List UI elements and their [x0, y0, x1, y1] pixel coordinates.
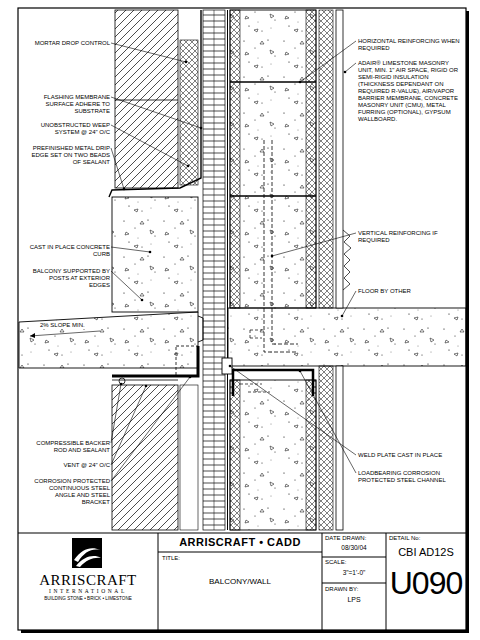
title-block-text: DATE DRAWN: — [325, 535, 366, 542]
callout-label: HORIZONTAL REINFORCING WHEN REQUIRED — [358, 38, 462, 52]
title-block-text: DRAWN BY: — [325, 586, 358, 593]
callout-label: CAST IN PLACE CONCRETE CURB — [28, 244, 110, 258]
title-cell: TITLE: BALCONY/WALL — [158, 552, 322, 630]
callout-label: LOADBEARING CORROSION PROTECTED STEEL CH… — [358, 470, 462, 484]
date-cell: DATE DRAWN: 08/30/04 — [322, 533, 386, 557]
callout-label: MORTAR DROP CONTROL — [28, 40, 110, 47]
logo-icon — [72, 538, 102, 568]
title-block-text: CBI AD12S — [398, 546, 454, 558]
scale-cell: SCALE: 3"=1'-0" — [322, 557, 386, 583]
callout-label: FLASHING MEMBRANE SURFACE ADHERE TO SUBS… — [28, 94, 110, 115]
title-block-text: U090 — [390, 566, 463, 601]
title-block-text: ARRISCRAFT — [39, 572, 137, 589]
title-block-text: ARRISCRAFT • CADD — [179, 536, 301, 548]
callout-label: UNOBSTRUCTED WEEP SYSTEM @ 24" O/C — [28, 122, 110, 136]
title-block-text: 08/30/04 — [341, 544, 366, 551]
callout-label: COMPRESSIBLE BACKER ROD AND SEALANT — [28, 440, 110, 454]
detail-cell: DETAIL No: CBI AD12S U090 — [386, 533, 466, 630]
callout-label: PREFINISHED METAL DRIP EDGE SET ON TWO B… — [28, 145, 110, 166]
drawn-by-cell: DRAWN BY: LPS — [322, 583, 386, 630]
title-block-text: TITLE: — [162, 555, 180, 562]
callout-label: WELD PLATE CAST IN PLACE — [358, 452, 462, 459]
title-block-text: SCALE: — [325, 559, 346, 566]
title-block-text: BUILDING STONE • BRICK • LIMESTONE — [44, 596, 132, 601]
callout-label: BALCONY SUPPORTED BY POSTS AT EXTERIOR E… — [28, 268, 110, 289]
callout-label: FLOOR BY OTHER — [358, 288, 462, 295]
callout-label: VERTICAL REINFORCING IF REQUIRED — [358, 230, 462, 244]
title-block-text: BALCONY/WALL — [209, 578, 271, 587]
title-block-text: DETAIL No: — [389, 535, 420, 542]
callout-label: 2% SLOPE MIN. — [38, 322, 87, 329]
callout-label: CORROSION PROTECTED CONTINUOUS STEEL ANG… — [28, 478, 110, 506]
title-block-text: LPS — [347, 596, 360, 604]
callout-label: ADAIR® LIMESTONE MASONRY UNIT, MIN. 1" A… — [358, 60, 462, 123]
callout-label: VENT @ 24" O/C — [28, 462, 110, 469]
title-block-text: INTERNATIONAL — [49, 588, 127, 594]
logo-block: ARRISCRAFTINTERNATIONAL BUILDING STONE • … — [18, 533, 158, 630]
header-cell: ARRISCRAFT • CADD — [158, 533, 322, 552]
title-block-text: 3"=1'-0" — [343, 569, 366, 576]
